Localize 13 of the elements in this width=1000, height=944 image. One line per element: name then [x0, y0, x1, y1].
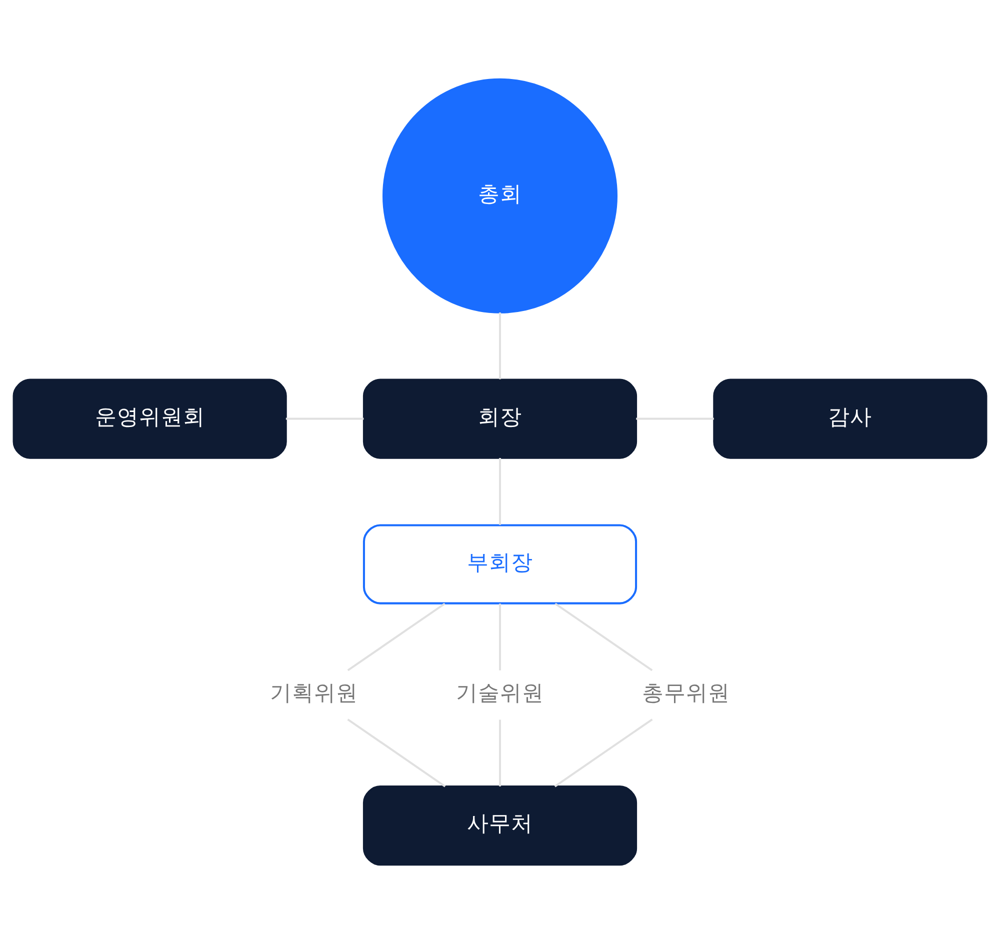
node-box: 감사 [713, 378, 988, 459]
node-text: 기획위원 [270, 681, 358, 706]
node-text: 총무위원 [642, 681, 730, 706]
connector [554, 602, 653, 672]
node-box: 사무처 [362, 785, 638, 866]
node-box: 운영위원회 [12, 378, 287, 459]
connector [347, 718, 446, 788]
node-circle: 총회 [382, 78, 618, 314]
node-box: 부회장 [362, 524, 638, 604]
connector [347, 602, 446, 672]
connector [554, 718, 653, 788]
node-text: 기술위원 [456, 681, 544, 706]
node-box: 회장 [362, 378, 638, 459]
